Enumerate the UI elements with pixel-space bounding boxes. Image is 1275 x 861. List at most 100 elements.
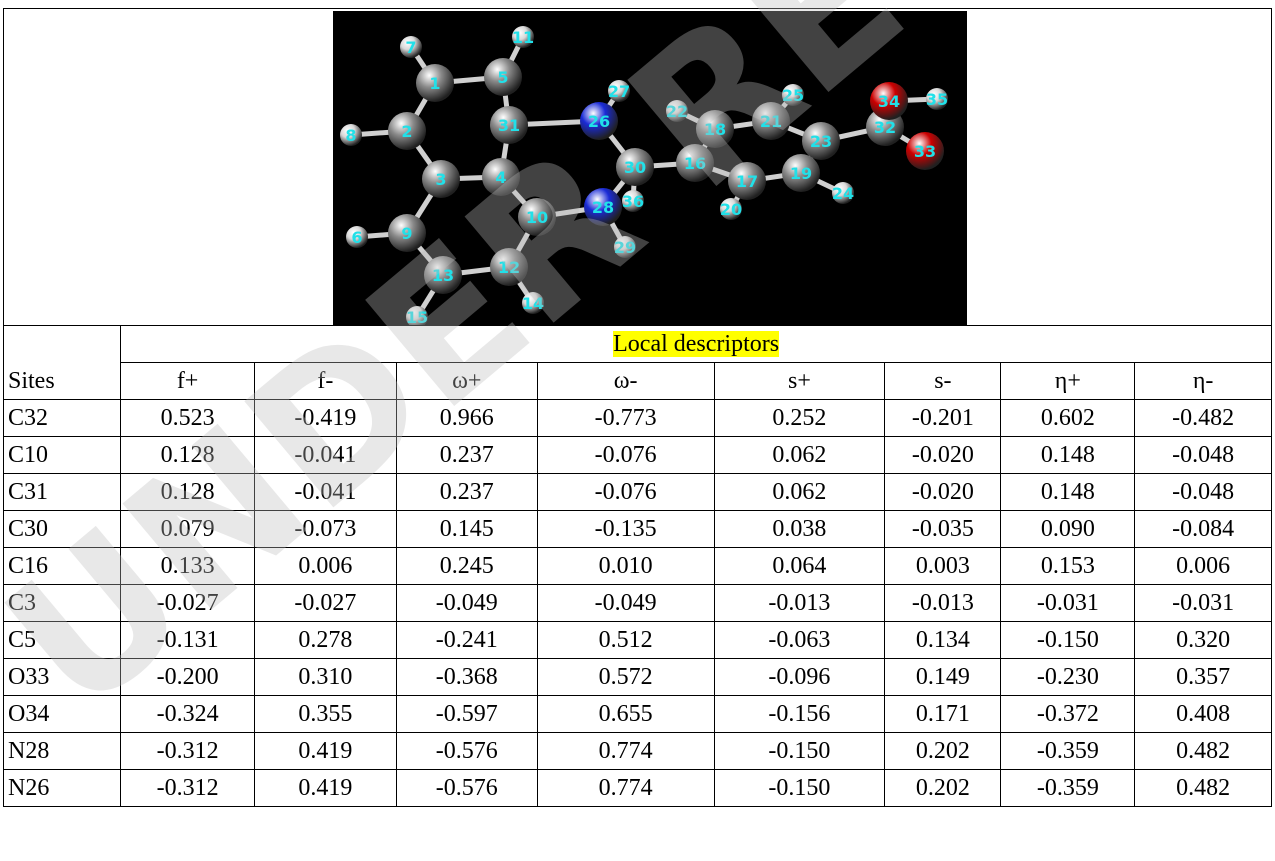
atom-label: 12 <box>498 258 520 277</box>
value-cell: 0.062 <box>713 436 886 474</box>
atom-h-36 <box>622 190 644 212</box>
value-cell: -0.073 <box>253 510 397 548</box>
value-cell: 0.278 <box>253 621 397 659</box>
atom-h-7 <box>400 36 422 58</box>
column-header-3: ω+ <box>395 362 538 400</box>
value-cell: -0.041 <box>253 436 397 474</box>
atom-label: 33 <box>914 142 936 161</box>
value-cell: -0.419 <box>253 399 397 437</box>
atom-o-34 <box>870 82 908 120</box>
sites-header-blank <box>2 325 122 363</box>
value-cell: 0.523 <box>120 399 255 437</box>
atom-label: 28 <box>592 198 614 217</box>
value-cell: 0.310 <box>253 658 397 696</box>
atom-label: 16 <box>684 154 706 173</box>
atom-c-10 <box>518 198 556 236</box>
atom-c-30 <box>616 148 654 186</box>
value-cell: 0.572 <box>536 658 715 696</box>
value-cell: 0.148 <box>1000 436 1136 474</box>
value-cell: 0.090 <box>1000 510 1136 548</box>
value-cell: -0.035 <box>884 510 1002 548</box>
atom-h-25 <box>782 84 804 106</box>
atom-c-9 <box>388 214 426 252</box>
value-cell: -0.312 <box>120 769 255 807</box>
value-cell: 0.355 <box>253 695 397 733</box>
value-cell: -0.368 <box>395 658 538 696</box>
value-cell: -0.576 <box>395 769 538 807</box>
atom-c-21 <box>752 102 790 140</box>
atom-c-12 <box>490 248 528 286</box>
column-header-2: f- <box>253 362 397 400</box>
value-cell: -0.084 <box>1134 510 1272 548</box>
value-cell: 0.245 <box>395 547 538 585</box>
atom-c-17 <box>728 162 766 200</box>
site-cell: N26 <box>2 769 122 807</box>
atom-c-3 <box>422 160 460 198</box>
value-cell: -0.597 <box>395 695 538 733</box>
atom-label: 25 <box>782 86 804 105</box>
site-cell: C3 <box>2 584 122 622</box>
value-cell: 0.320 <box>1134 621 1272 659</box>
atom-c-23 <box>802 122 840 160</box>
site-cell: O34 <box>2 695 122 733</box>
value-cell: 0.252 <box>713 399 886 437</box>
atom-c-31 <box>490 106 528 144</box>
site-cell: C16 <box>2 547 122 585</box>
atom-c-5 <box>484 58 522 96</box>
value-cell: 0.010 <box>536 547 715 585</box>
atom-label: 36 <box>622 192 644 211</box>
site-cell: N28 <box>2 732 122 770</box>
value-cell: 0.655 <box>536 695 715 733</box>
column-header-5: s+ <box>713 362 886 400</box>
atom-h-11 <box>512 26 534 48</box>
local-descriptors-title: Local descriptors <box>613 331 780 357</box>
atom-h-35 <box>926 88 948 110</box>
atom-n-26 <box>580 102 618 140</box>
value-cell: 0.357 <box>1134 658 1272 696</box>
atom-label: 20 <box>720 200 742 219</box>
atom-h-22 <box>666 100 688 122</box>
site-cell: C32 <box>2 399 122 437</box>
value-cell: -0.076 <box>536 473 715 511</box>
value-cell: 0.774 <box>536 732 715 770</box>
atom-label: 21 <box>760 112 782 131</box>
value-cell: -0.063 <box>713 621 886 659</box>
atom-c-4 <box>482 158 520 196</box>
value-cell: -0.013 <box>884 584 1002 622</box>
value-cell: 0.408 <box>1134 695 1272 733</box>
column-header-7: η+ <box>1000 362 1136 400</box>
atom-o-33 <box>906 132 944 170</box>
atom-label: 34 <box>878 92 900 111</box>
site-cell: O33 <box>2 658 122 696</box>
atom-label: 22 <box>666 102 688 121</box>
value-cell: -0.135 <box>536 510 715 548</box>
atom-label: 5 <box>497 68 508 87</box>
value-cell: 0.149 <box>884 658 1002 696</box>
value-cell: -0.150 <box>713 732 886 770</box>
value-cell: 0.419 <box>253 732 397 770</box>
atom-label: 27 <box>608 82 630 101</box>
atom-h-27 <box>608 80 630 102</box>
atom-label: 11 <box>512 28 534 47</box>
column-header-0: Sites <box>2 362 122 400</box>
value-cell: -0.031 <box>1000 584 1136 622</box>
value-cell: 0.237 <box>395 436 538 474</box>
value-cell: 0.237 <box>395 473 538 511</box>
value-cell: 0.134 <box>884 621 1002 659</box>
atom-label: 17 <box>736 172 758 191</box>
value-cell: -0.200 <box>120 658 255 696</box>
value-cell: 0.171 <box>884 695 1002 733</box>
value-cell: -0.576 <box>395 732 538 770</box>
value-cell: 0.128 <box>120 436 255 474</box>
atom-label: 30 <box>624 158 646 177</box>
atom-h-8 <box>340 124 362 146</box>
value-cell: -0.020 <box>884 473 1002 511</box>
atom-label: 35 <box>926 90 948 109</box>
value-cell: 0.512 <box>536 621 715 659</box>
